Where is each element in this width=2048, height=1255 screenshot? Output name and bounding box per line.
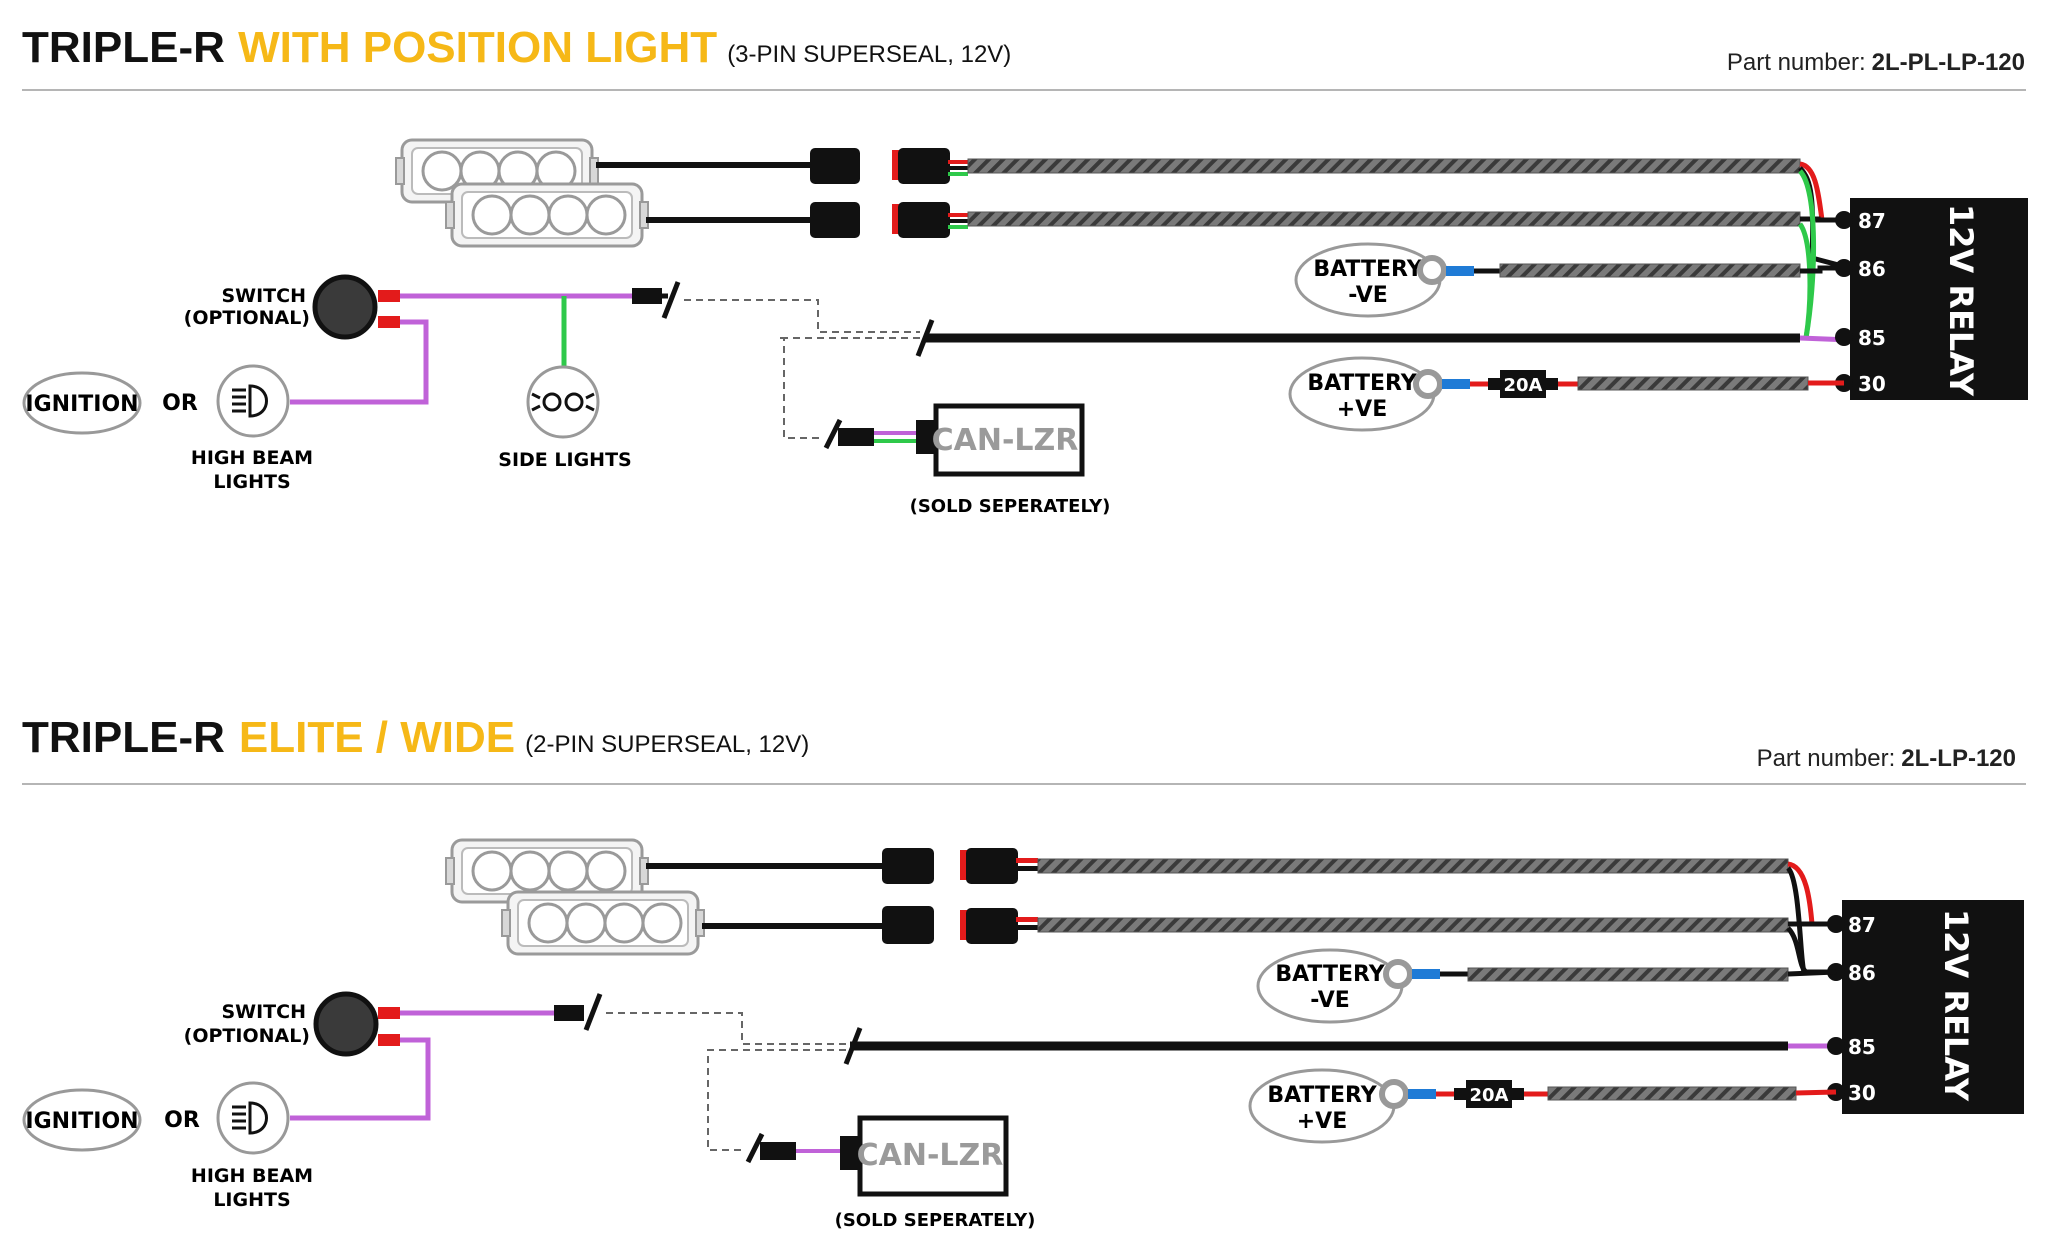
fuse-label: 20A xyxy=(1504,375,1543,396)
battery-negative-sublabel: -VE xyxy=(1310,988,1350,1013)
can-lzr-label: CAN-LZR xyxy=(857,1138,1004,1173)
relay-pin-87: 87 xyxy=(1848,913,1876,937)
side-lights-label: SIDE LIGHTS xyxy=(498,449,631,471)
ignition-badge: IGNITION xyxy=(22,371,142,435)
relay-label: 12V RELAY xyxy=(1942,204,1980,397)
side-lights-icon xyxy=(526,365,600,439)
battery-negative-label: BATTERY xyxy=(1313,257,1423,282)
superseal-connector-1 xyxy=(882,848,1038,884)
battery-negative-sublabel: -VE xyxy=(1348,283,1388,308)
superseal-connector-2 xyxy=(882,906,1038,944)
switch-sublabel: (OPTIONAL) xyxy=(184,1025,310,1047)
can-lzr-module: CAN-LZR (SOLD SEPERATELY) xyxy=(745,1115,1036,1231)
wiring-loom-1 xyxy=(967,158,1801,174)
switch-label: SWITCH xyxy=(221,1001,306,1023)
ring-terminal-icon xyxy=(1413,369,1443,399)
section1-part-number: 2L-PL-LP-120 xyxy=(1872,49,2025,76)
can-lzr-dashed-link xyxy=(684,299,920,339)
switch-icon xyxy=(313,991,379,1057)
battery-positive-sublabel: +VE xyxy=(1337,397,1388,422)
wire-break-mark xyxy=(915,319,935,357)
battery-positive-label: BATTERY xyxy=(1307,371,1417,396)
sold-separately-note: (SOLD SEPERATELY) xyxy=(910,496,1111,517)
12v-relay: 12V RELAY 87 86 85 30 xyxy=(1827,900,2024,1114)
superseal-connector-2 xyxy=(810,202,968,238)
battery-positive-sublabel: +VE xyxy=(1297,1109,1348,1134)
section2-part-number: 2L-LP-120 xyxy=(1901,745,2016,772)
relay-pin-86: 86 xyxy=(1848,961,1876,985)
high-beam-sublabel: LIGHTS xyxy=(213,1189,290,1211)
high-beam-icon xyxy=(216,364,290,438)
or-label: OR xyxy=(162,391,198,416)
can-lzr-module: CAN-LZR (SOLD SEPERATELY) xyxy=(823,403,1111,517)
section-2: TRIPLE-R ELITE / WIDE (2-PIN SUPERSEAL, 12… xyxy=(22,713,2026,1231)
battery-negative-label: BATTERY xyxy=(1275,962,1385,987)
or-label: OR xyxy=(164,1108,200,1133)
black-wire-87 xyxy=(1800,216,1850,223)
high-beam-label: HIGH BEAM xyxy=(191,1165,313,1187)
ignition-label: IGNITION xyxy=(25,1109,138,1134)
switch-optional: SWITCH (OPTIONAL) xyxy=(184,274,400,340)
section2-part-label: Part number: xyxy=(1757,745,1896,772)
wiring-loom-2 xyxy=(1037,917,1789,933)
battery-positive-label: BATTERY xyxy=(1267,1083,1377,1108)
superseal-connector-1 xyxy=(810,148,968,184)
wiring-loom-1 xyxy=(1037,858,1789,874)
ignition-label: IGNITION xyxy=(25,392,138,417)
switch-plug xyxy=(632,288,662,304)
section2-title-main: TRIPLE-R xyxy=(22,713,225,762)
battery-positive: BATTERY +VE 20A xyxy=(1248,1068,1837,1144)
high-beam-sublabel: LIGHTS xyxy=(213,471,290,493)
switch-sublabel: (OPTIONAL) xyxy=(184,307,310,329)
relay-pin-85: 85 xyxy=(1848,1035,1876,1059)
led-light-bar-2 xyxy=(500,890,706,956)
switch-label: SWITCH xyxy=(221,285,306,307)
high-beam-label: HIGH BEAM xyxy=(191,447,313,469)
fuse-label: 20A xyxy=(1470,1085,1509,1106)
section-1: TRIPLE-R WITH POSITION LIGHT (3-PIN SUPERS… xyxy=(22,23,2028,517)
section2-title-spec: (2-PIN SUPERSEAL, 12V) xyxy=(525,731,809,758)
sold-separately-note: (SOLD SEPERATELY) xyxy=(835,1210,1036,1231)
wiring-loom-2 xyxy=(967,211,1801,227)
svg-text:Part number:2L-LP-120: Part number:2L-LP-120 xyxy=(1757,745,2016,772)
ring-terminal-icon xyxy=(1383,959,1413,989)
battery-negative: BATTERY -VE xyxy=(1256,948,1837,1024)
relay-pin-85: 85 xyxy=(1858,326,1886,350)
relay-pin-87: 87 xyxy=(1858,209,1886,233)
ring-terminal-icon xyxy=(1379,1079,1409,1109)
relay-pin-30: 30 xyxy=(1858,372,1886,396)
relay-pin-30: 30 xyxy=(1848,1081,1876,1105)
12v-relay: 12V RELAY 87 86 85 30 xyxy=(1835,198,2028,400)
section1-title-spec: (3-PIN SUPERSEAL, 12V) xyxy=(727,41,1011,68)
section1-title-highlight: WITH POSITION LIGHT xyxy=(238,23,717,72)
can-lzr-label: CAN-LZR xyxy=(932,423,1079,458)
led-light-bar-2 xyxy=(444,182,650,248)
battery-negative: BATTERY -VE xyxy=(1294,242,1844,318)
relay-pin-86: 86 xyxy=(1858,257,1886,281)
section1-part-label: Part number: xyxy=(1727,49,1866,76)
ignition-badge: IGNITION xyxy=(22,1088,142,1152)
ring-terminal-icon xyxy=(1417,255,1447,285)
fuse-20a xyxy=(1500,370,1546,398)
switch-optional: SWITCH (OPTIONAL) xyxy=(184,991,400,1057)
high-beam-icon xyxy=(216,1081,290,1155)
relay-label: 12V RELAY xyxy=(1937,909,1975,1102)
fuse-20a xyxy=(1466,1080,1512,1108)
can-lzr-dashed-link xyxy=(606,1012,846,1045)
switch-icon xyxy=(312,274,378,340)
section1-title-main: TRIPLE-R xyxy=(22,23,224,72)
battery-positive: BATTERY +VE 20A xyxy=(1288,356,1844,432)
svg-text:Part number:2L-PL-LP-120: Part number:2L-PL-LP-120 xyxy=(1727,49,2025,76)
section2-title-highlight: ELITE / WIDE xyxy=(239,713,515,762)
